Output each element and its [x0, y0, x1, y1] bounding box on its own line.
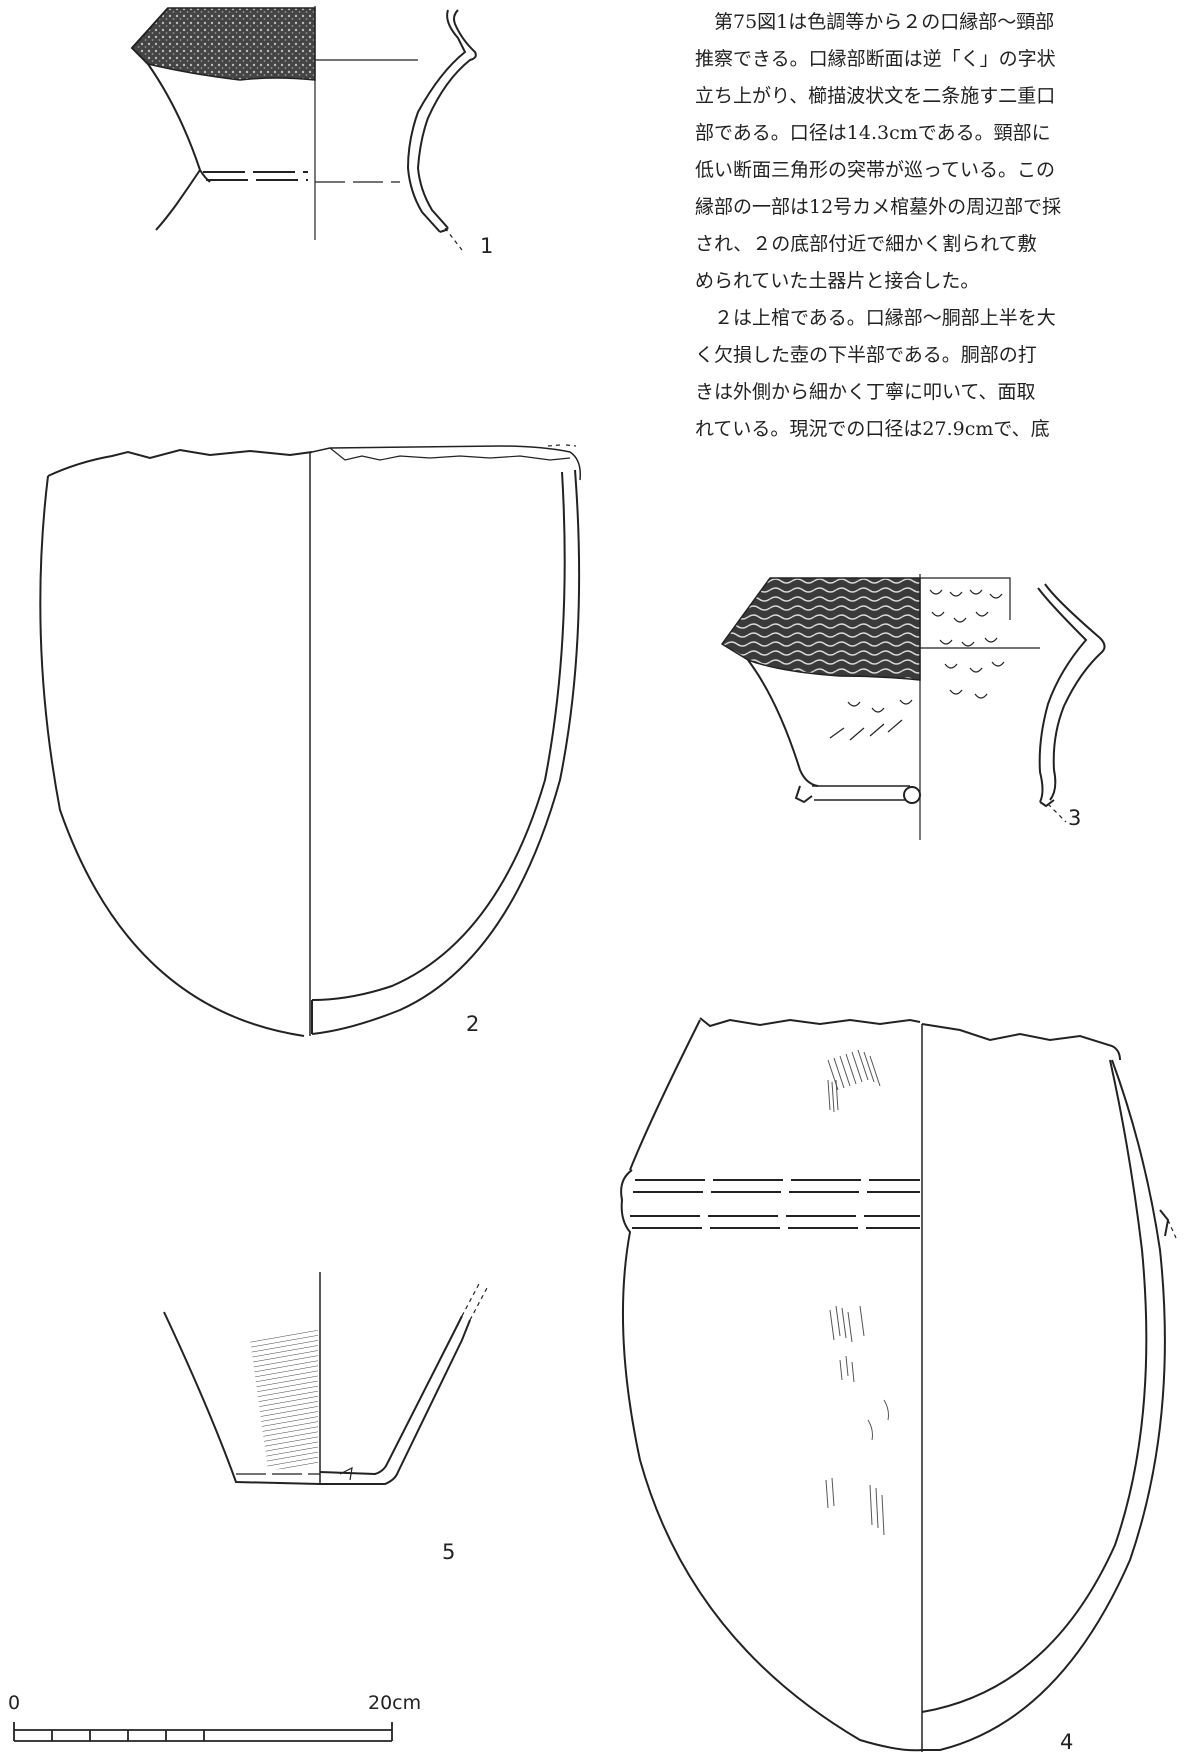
body-text: 第75図1は色調等から２の口縁部～頸部 推察できる。口縁部断面は逆「く」の字状 … — [695, 4, 1198, 448]
text-line: 縁部の一部は12号カメ棺墓外の周辺部で採 — [695, 196, 1062, 218]
pottery-2 — [39, 444, 582, 1037]
text-line: められていた土器片と接合した。 — [695, 270, 980, 292]
text-line: ２は上棺である。口縁部～胴部上半を大 — [695, 307, 1056, 329]
text-line: く欠損した壺の下半部である。胴部の打 — [695, 344, 1037, 366]
figure-label-5: 5 — [442, 1540, 456, 1564]
scale-end-label: 20cm — [368, 1692, 422, 1714]
scale-start-label: 0 — [8, 1692, 21, 1714]
text-line: 第75図1は色調等から２の口縁部～頸部 — [695, 11, 1055, 33]
pottery-1 — [130, 6, 477, 251]
pottery-4 — [620, 1017, 1177, 1752]
text-line: 推察できる。口縁部断面は逆「く」の字状 — [695, 48, 1056, 70]
figure-label-1: 1 — [480, 234, 494, 258]
text-line: 立ち上がり、櫛描波状文を二条施す二重口 — [695, 85, 1056, 107]
pottery-3 — [720, 574, 1106, 840]
text-line: され、２の底部付近で細かく割られて敷 — [695, 233, 1037, 255]
text-line: 低い断面三角形の突帯が巡っている。この — [695, 159, 1056, 181]
figure-label-3: 3 — [1068, 806, 1082, 830]
pottery-5 — [163, 1272, 489, 1485]
figure-label-2: 2 — [466, 1012, 480, 1036]
scale-bar — [13, 1722, 393, 1742]
figure-label-4: 4 — [1060, 1730, 1074, 1754]
text-line: 部である。口径は14.3cmである。頸部に — [695, 122, 1051, 144]
text-line: れている。現況での口径は27.9cmで、底 — [695, 418, 1050, 440]
text-line: きは外側から細かく丁寧に叩いて、面取 — [695, 381, 1036, 403]
